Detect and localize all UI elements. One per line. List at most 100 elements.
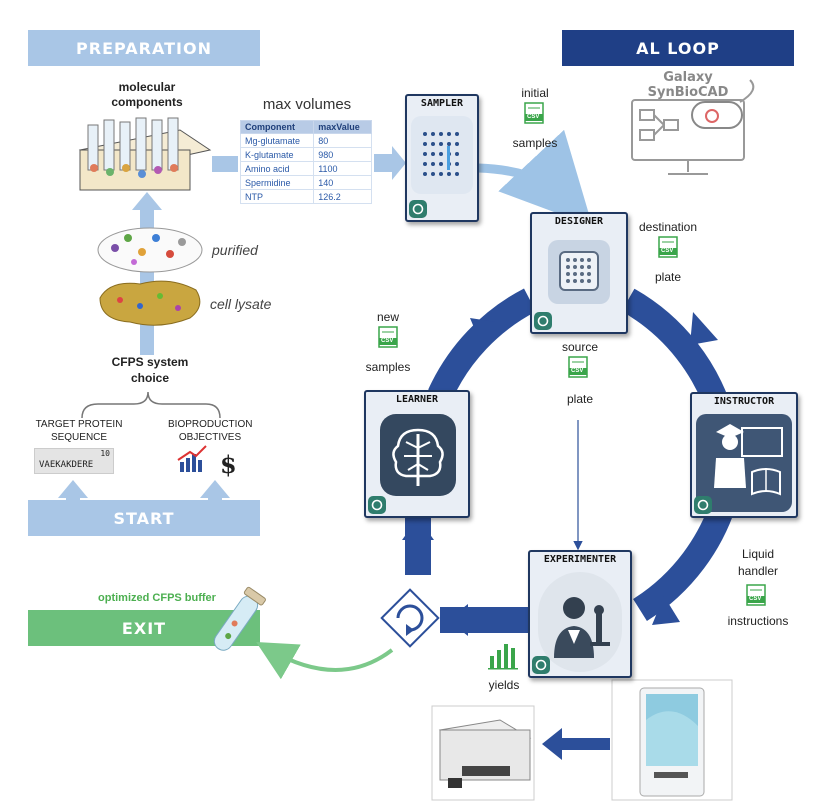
experimenter-module[interactable]: EXPERIMENTER bbox=[528, 550, 632, 678]
table-cell: 980 bbox=[313, 147, 372, 162]
csv-text: CSV bbox=[571, 368, 584, 374]
table-row: Mg-glutamate 80 bbox=[239, 133, 372, 148]
liquid-handler-label: Liquid handler bbox=[737, 547, 779, 578]
sampler-module[interactable]: SAMPLER bbox=[405, 94, 479, 222]
source-label: source bbox=[561, 340, 599, 354]
start-title: START bbox=[113, 508, 175, 528]
brain-tree-icon bbox=[392, 428, 444, 486]
table-row: NTP 126.2 bbox=[239, 189, 372, 204]
experimenter-title: EXPERIMENTER bbox=[543, 554, 617, 565]
sequence-text: VAEKAKDERE bbox=[39, 460, 94, 470]
csv-file-icon: CSV bbox=[524, 102, 544, 124]
table-cell: Amino acid bbox=[239, 161, 315, 176]
bioproduction-label: BIOPRODUCTION OBJECTIVES bbox=[168, 419, 253, 443]
chatgpt-icon bbox=[534, 312, 552, 330]
new-samples-label: samples bbox=[365, 360, 411, 374]
brace bbox=[81, 391, 221, 419]
sampler-title: SAMPLER bbox=[420, 98, 464, 109]
chatgpt-icon bbox=[368, 496, 386, 514]
preparation-banner: PREPARATION bbox=[28, 30, 260, 66]
cell-lysate-label: cell lysate bbox=[210, 296, 272, 312]
galaxy-label: Galaxy SynBioCAD bbox=[628, 70, 748, 100]
table-cell: 80 bbox=[313, 133, 372, 148]
sequence-box: 10 VAEKAKDERE bbox=[34, 448, 114, 474]
learner-module[interactable]: LEARNER bbox=[364, 390, 470, 518]
table-cell: Spermidine bbox=[239, 175, 315, 190]
galaxy-line-1: Galaxy bbox=[663, 70, 713, 85]
exit-title: EXIT bbox=[121, 618, 167, 638]
instructor-tile bbox=[696, 414, 792, 512]
cfps-choice-label: CFPS system choice bbox=[111, 355, 189, 385]
yields-chart-icon bbox=[488, 644, 518, 670]
instrument-arrow bbox=[542, 728, 610, 760]
initial-samples-label: samples bbox=[512, 136, 558, 150]
table-row: K-glutamate 980 bbox=[239, 147, 372, 162]
optimized-buffer-label: optimized CFPS buffer bbox=[98, 592, 216, 604]
purified-illustration bbox=[97, 227, 203, 273]
sequence-index: 10 bbox=[100, 449, 110, 458]
table-row: Amino acid 1100 bbox=[239, 161, 372, 176]
initial-label: initial bbox=[521, 86, 549, 100]
learner-title: LEARNER bbox=[395, 394, 439, 405]
chatgpt-icon bbox=[409, 200, 427, 218]
tube-rack-illustration bbox=[78, 117, 212, 191]
yields-label: yields bbox=[488, 678, 520, 692]
csv-file-icon: CSV bbox=[746, 584, 766, 606]
csv-file-icon: CSV bbox=[568, 356, 588, 378]
cell-lysate-illustration bbox=[99, 280, 201, 326]
arrow-to-sampler bbox=[374, 146, 406, 180]
table-cell: 1100 bbox=[313, 161, 372, 176]
scientist-icon bbox=[554, 597, 610, 658]
al-loop-banner: AL LOOP bbox=[562, 30, 794, 66]
csv-text: CSV bbox=[527, 114, 540, 120]
teacher-icon bbox=[714, 424, 783, 496]
designer-module[interactable]: DESIGNER bbox=[530, 212, 628, 334]
table-row: Spermidine 140 bbox=[239, 175, 372, 190]
csv-file-icon: CSV bbox=[658, 236, 678, 258]
table-header-row: Component maxValue bbox=[239, 120, 372, 134]
table-cell: 126.2 bbox=[313, 189, 372, 204]
plate-reader-illustration bbox=[431, 705, 535, 801]
max-volumes-table: Component maxValue Mg-glutamate 80 K-glu… bbox=[239, 120, 372, 204]
destination-plate-label: plate bbox=[654, 270, 682, 284]
chatgpt-icon bbox=[694, 496, 712, 514]
instructor-module[interactable]: INSTRUCTOR bbox=[690, 392, 798, 518]
csv-text: CSV bbox=[749, 596, 762, 602]
target-protein-label: TARGET PROTEIN SEQUENCE bbox=[35, 419, 123, 443]
liquid-handler-illustration bbox=[611, 679, 733, 801]
galaxy-line-2: SynBioCAD bbox=[647, 85, 729, 100]
csv-text: CSV bbox=[661, 248, 674, 254]
chatgpt-icon bbox=[532, 656, 550, 674]
cycle-diamond bbox=[380, 588, 440, 648]
learner-tile bbox=[380, 414, 456, 496]
cube-grid-icon bbox=[423, 132, 459, 176]
test-tube-illustration bbox=[213, 586, 266, 651]
table-cell: 140 bbox=[313, 175, 372, 190]
exit-arrow bbox=[256, 642, 394, 680]
table-header-cell: maxValue bbox=[313, 120, 372, 134]
well-plate-icon bbox=[559, 251, 599, 291]
new-label: new bbox=[376, 310, 399, 324]
max-volumes-grid: Component maxValue Mg-glutamate 80 K-glu… bbox=[239, 120, 372, 204]
csv-file-icon: CSV bbox=[378, 326, 398, 348]
bar-chart-icon bbox=[177, 445, 207, 472]
table-header-cell: Component bbox=[239, 120, 315, 134]
experimenter-tile bbox=[538, 572, 622, 672]
max-volumes-title: max volumes bbox=[262, 96, 352, 113]
destination-label: destination bbox=[638, 220, 698, 234]
instructor-title: INSTRUCTOR bbox=[713, 396, 775, 407]
csv-text: CSV bbox=[381, 338, 394, 344]
source-plate-label: plate bbox=[566, 392, 594, 406]
table-cell: Mg-glutamate bbox=[239, 133, 315, 148]
preparation-title: PREPARATION bbox=[76, 38, 212, 58]
galaxy-monitor-illustration bbox=[631, 79, 755, 175]
instructions-label: instructions bbox=[727, 614, 789, 628]
al-loop-title: AL LOOP bbox=[636, 38, 720, 58]
sampler-tile bbox=[411, 116, 473, 194]
table-cell: K-glutamate bbox=[239, 147, 315, 162]
purified-label: purified bbox=[212, 242, 258, 258]
al-loop-arrowheads bbox=[402, 312, 718, 636]
designer-title: DESIGNER bbox=[554, 216, 604, 227]
table-cell: NTP bbox=[239, 189, 315, 204]
